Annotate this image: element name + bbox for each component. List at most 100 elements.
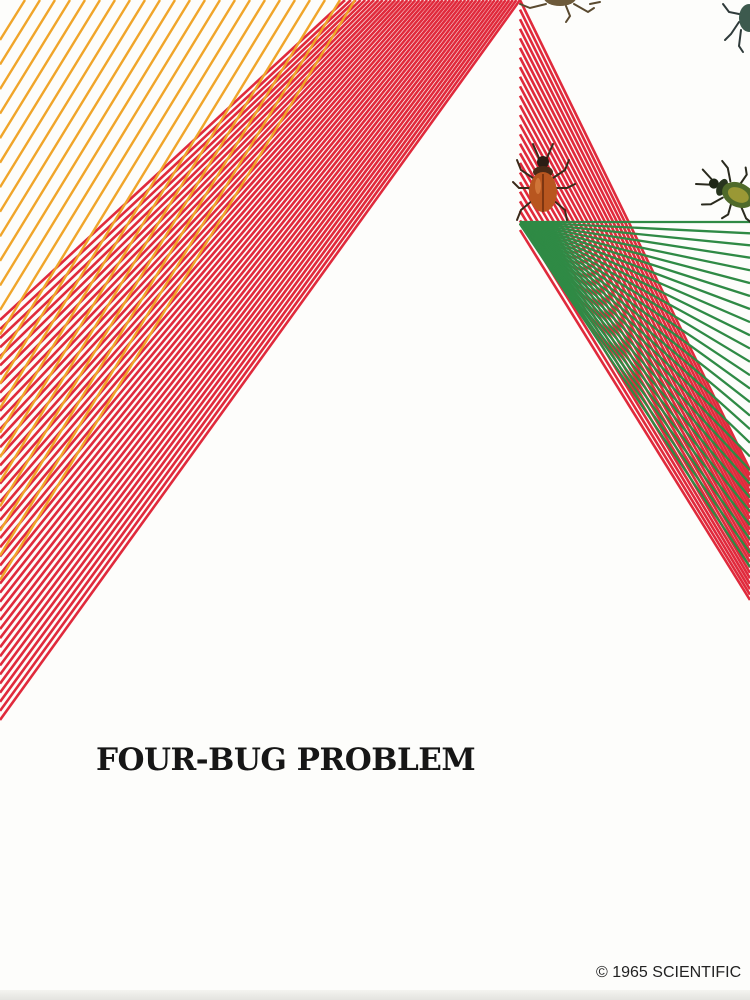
orange-line [0, 0, 222, 360]
red-line [0, 0, 417, 467]
green-line [519, 222, 750, 431]
red-line [518, 18, 750, 482]
red-line [0, 0, 357, 340]
green-line [519, 221, 750, 259]
red-line [0, 0, 456, 558]
red-line [0, 0, 485, 630]
red-line [0, 0, 413, 458]
red-line [0, 0, 504, 676]
red-line [518, 28, 750, 487]
red-line [0, 0, 401, 430]
green-line [519, 221, 750, 298]
red-line [0, 0, 467, 585]
orange-line [0, 0, 57, 90]
bug-top-middle-icon [519, 0, 601, 23]
orange-line [0, 0, 312, 508]
orange-line [0, 0, 237, 385]
orange-line [0, 0, 342, 557]
green-line [519, 221, 750, 285]
green-line [519, 222, 750, 444]
green-line [519, 223, 750, 554]
red-line [0, 0, 471, 594]
green-line [519, 223, 750, 540]
red-line [0, 0, 459, 567]
red-line [0, 0, 448, 540]
red-beetle-icon [512, 143, 576, 221]
red-line [518, 9, 750, 476]
red-line [0, 0, 429, 494]
green-line [519, 221, 750, 377]
red-line [0, 0, 405, 440]
green-line [519, 222, 750, 404]
green-line [519, 222, 750, 485]
red-line [0, 0, 514, 703]
orange-line [0, 0, 102, 164]
green-line [519, 221, 750, 324]
red-line [0, 0, 444, 530]
red-line [0, 0, 482, 621]
orange-line [0, 0, 282, 458]
red-line [0, 0, 507, 685]
orange-line [0, 0, 357, 581]
green-line [519, 221, 750, 272]
green-pursuit-lines [519, 220, 750, 568]
red-line [518, 85, 750, 520]
red-line [518, 95, 750, 525]
green-line [519, 222, 750, 471]
orange-line [0, 0, 177, 287]
green-line [519, 222, 750, 499]
green-line [519, 220, 750, 235]
orange-line [0, 0, 27, 41]
orange-line [0, 0, 267, 434]
green-line [519, 222, 750, 513]
red-line [0, 0, 388, 403]
green-line [519, 221, 750, 363]
red-line [0, 0, 511, 694]
orange-line [0, 0, 327, 532]
green-line [519, 221, 750, 247]
orange-line [0, 0, 162, 262]
green-line [519, 222, 750, 390]
red-line [0, 0, 376, 376]
red-line [0, 0, 463, 576]
red-line [0, 0, 474, 603]
red-line [0, 0, 425, 485]
page-edge [0, 990, 750, 1000]
red-line [0, 0, 518, 712]
green-beetle-icon [694, 159, 750, 225]
orange-line [0, 0, 87, 139]
red-line [0, 0, 489, 639]
orange-pursuit-lines [0, 0, 357, 581]
red-pursuit-lines [0, 0, 750, 721]
red-line [0, 0, 493, 649]
orange-line [0, 0, 207, 336]
red-line [0, 0, 393, 412]
orange-line [0, 0, 72, 115]
red-line [0, 0, 478, 612]
orange-line [0, 0, 42, 66]
orange-line [0, 0, 192, 311]
orange-line [0, 0, 252, 409]
orange-line [0, 0, 297, 483]
red-line [518, 229, 750, 601]
red-line [0, 0, 496, 658]
cover-title: FOUR-BUG PROBLEM [96, 742, 476, 778]
red-line [0, 0, 522, 721]
green-line [519, 221, 750, 311]
red-line [0, 0, 440, 521]
copyright-notice: © 1965 SCIENTIFIC [596, 964, 742, 981]
green-line [519, 222, 750, 417]
bug-top-right-icon [722, 3, 750, 53]
red-line [0, 0, 371, 367]
red-line [518, 0, 750, 471]
green-line [519, 221, 750, 337]
orange-line [0, 0, 147, 238]
red-line [518, 66, 750, 509]
green-line [519, 221, 750, 350]
green-line [519, 223, 750, 526]
red-line [0, 0, 384, 394]
orange-line [0, 0, 117, 188]
red-line [0, 0, 362, 349]
